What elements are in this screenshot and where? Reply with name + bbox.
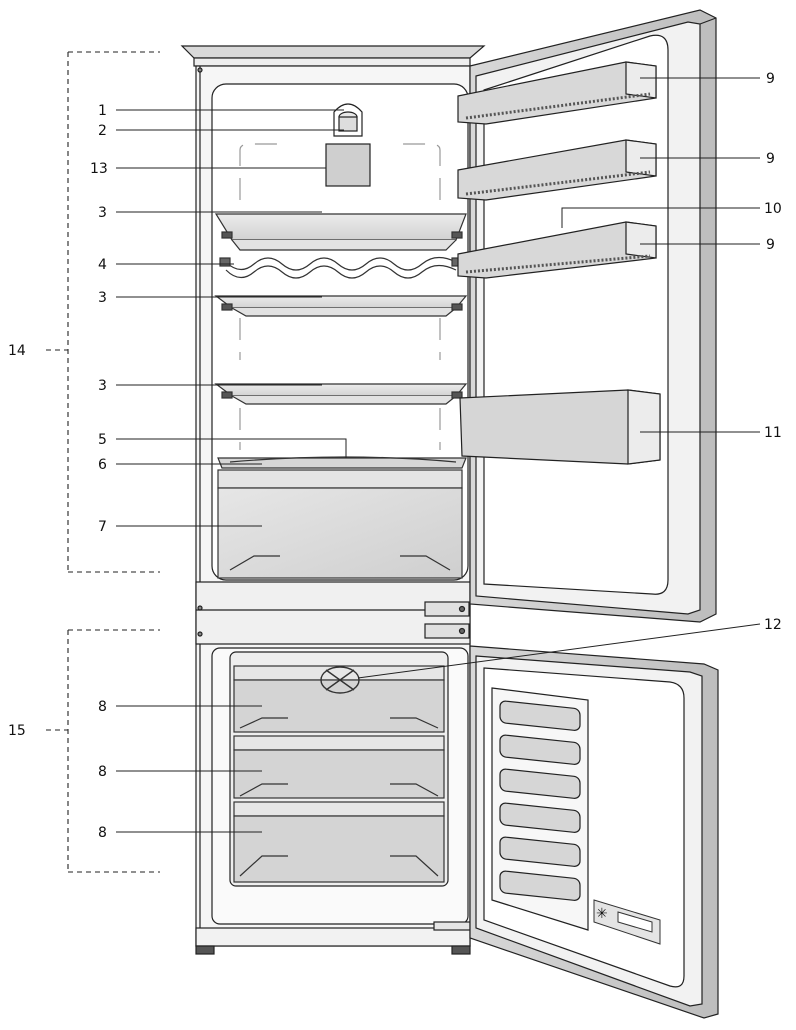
label-9-middle: 9 (766, 151, 775, 167)
callout-labels: 1 2 13 3 4 3 3 5 6 7 14 8 8 8 15 9 9 10 … (8, 71, 782, 841)
freezer-drawer-2 (233, 735, 445, 799)
freezer-control-panel: ✳ (593, 899, 661, 945)
label-3-middle: 3 (98, 290, 107, 306)
label-15: 15 (8, 723, 26, 739)
freezer-drawer-1 (233, 665, 445, 733)
label-5: 5 (98, 432, 107, 448)
glass-shelf-1 (214, 213, 467, 251)
label-11: 11 (764, 425, 782, 441)
label-8-bottom: 8 (98, 825, 107, 841)
label-9-bottom: 9 (766, 237, 775, 253)
freezer-door-evaporator-panel (491, 687, 589, 931)
glass-shelf-2 (214, 295, 468, 317)
door-balcony-1 (457, 61, 657, 125)
crisper-cover (217, 456, 467, 469)
freezer-fan-icon (320, 666, 360, 694)
freezer-drawer-3 (233, 801, 445, 883)
svg-text:✳: ✳ (596, 906, 608, 922)
label-7: 7 (98, 519, 107, 535)
shelf-guides (239, 143, 441, 450)
door-bottle-shelf (459, 389, 661, 465)
light-and-thermostat (325, 103, 371, 187)
label-4: 4 (98, 257, 107, 273)
label-12: 12 (764, 617, 782, 633)
label-1: 1 (98, 103, 107, 119)
bracket-14 (46, 51, 160, 573)
glass-shelf-3 (214, 383, 468, 405)
label-6: 6 (98, 457, 107, 473)
cabinet (180, 45, 486, 955)
label-2: 2 (98, 123, 107, 139)
crisper-drawer (217, 469, 463, 579)
label-13: 13 (90, 161, 108, 177)
bracket-15 (46, 629, 160, 873)
label-9-top: 9 (766, 71, 775, 87)
wine-rack (219, 256, 463, 279)
leader-lines (116, 77, 761, 833)
label-14: 14 (8, 343, 26, 359)
label-3-top: 3 (98, 205, 107, 221)
label-8-top: 8 (98, 699, 107, 715)
label-8-middle: 8 (98, 764, 107, 780)
label-3-bottom: 3 (98, 378, 107, 394)
label-10: 10 (764, 201, 782, 217)
door-balcony-3 (457, 221, 657, 279)
